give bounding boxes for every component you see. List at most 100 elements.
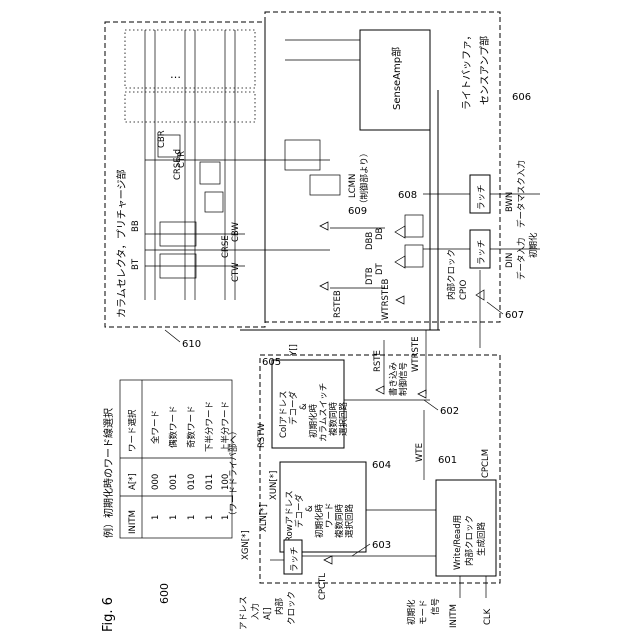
ref-607-leader — [487, 302, 503, 314]
ref-608: 608 — [398, 190, 417, 201]
table-cell: 下半分ワード — [204, 401, 215, 452]
clock-gen-line-3: 生成回路 — [476, 521, 487, 556]
precharge-transistor-2 — [200, 162, 220, 184]
row-decoder-line-4: 初期化時 — [314, 503, 325, 538]
address-latch-label: ラッチ — [290, 546, 300, 572]
ref-609: 609 — [348, 206, 367, 217]
table-cell: 上半分ワード — [220, 401, 231, 452]
table-cell: 010 — [187, 474, 197, 490]
dbb-buffer — [320, 222, 328, 230]
array-ellipsis: … — [170, 68, 181, 81]
address-input-1: アドレス — [239, 596, 249, 630]
address-input-3: A[] — [263, 608, 273, 620]
signal-db: DB — [375, 227, 385, 240]
table-cell: 000 — [151, 474, 161, 490]
signal-xln: XLN[*] — [259, 504, 269, 532]
figure-number: 600 — [158, 583, 171, 604]
signal-initm: INITM — [449, 604, 459, 628]
wtrsteb-buffer — [396, 296, 404, 304]
signal-bb: BB — [131, 220, 141, 232]
signal-cpio-desc: 内部クロック — [446, 249, 457, 300]
signal-dt: DT — [375, 262, 385, 275]
internal-clock-2: クロック — [287, 591, 297, 625]
latch-din-label: ラッチ — [477, 239, 487, 265]
col-decoder-line-2: デコーダ — [288, 390, 299, 425]
col-decoder-line-6: 複数同時 — [328, 401, 339, 436]
col-decoder-line-5: カラムスイッチ — [319, 383, 329, 442]
signal-ctw: CTW — [231, 262, 241, 282]
signal-rste: RSTE — [373, 350, 383, 372]
col-decoder-line-1: Colアドレス — [279, 391, 289, 439]
column-selector-label: カラムセレクタ，プリチャージ部 — [115, 170, 128, 319]
ref-602-leader — [424, 400, 438, 410]
table-cell: 1 — [187, 515, 197, 520]
address-input-2: 入力 — [250, 603, 261, 620]
col-decoder-line-3: & — [299, 403, 309, 410]
ref-604: 604 — [372, 460, 391, 471]
clock-gen-line-2: 内部クロック — [464, 515, 475, 566]
signal-din-desc: データ入力 — [516, 237, 527, 280]
signal-din: DIN — [505, 253, 515, 268]
table-title: 例）初期化時のワード線選択 — [102, 408, 115, 538]
signal-rstw: RSTW — [257, 423, 267, 448]
write-control-line-2: 制御信号 — [398, 362, 409, 396]
signal-cbr: CBR — [157, 130, 167, 148]
control-section: Colアドレス デコーダ & 初期化時 カラムスイッチ 複数同時 選択回路 60… — [240, 330, 500, 600]
write-buffer-label-2: センスアンプ部 — [478, 36, 491, 105]
senseamp-label: SenseAmp部 — [390, 47, 403, 110]
data-mask-gate — [405, 215, 423, 237]
table-cell: 1 — [205, 515, 215, 520]
ref-610: 610 — [182, 339, 201, 350]
ref-610-leader — [165, 330, 180, 342]
signal-wtrste: WTRSTE — [411, 337, 421, 372]
initm-desc-1: 初期化 — [406, 599, 417, 625]
signal-bwn-desc: データマスク入力 — [516, 160, 527, 228]
table-cell: 全ワード — [150, 410, 161, 444]
table-cell: 100 — [221, 474, 231, 490]
data-gate — [405, 245, 423, 267]
table-cell: 1 — [151, 515, 161, 520]
write-driver-2 — [395, 256, 405, 268]
latch-bwn-label: ラッチ — [477, 184, 487, 210]
table-header-a: A[*] — [128, 473, 138, 490]
signal-dbb: DBB — [365, 232, 375, 250]
precharge-transistor-3 — [205, 192, 223, 212]
signal-wtrsteb: WTRSTEB — [381, 279, 391, 320]
signal-clk: CLK — [483, 608, 493, 625]
signal-wte: WTE — [415, 443, 425, 462]
table-cell: 偶数ワード — [168, 405, 179, 448]
signal-cpctl: CPCTL — [318, 573, 328, 600]
ref-603: 603 — [372, 540, 391, 551]
clock-gen-line-1: Write/Read用 — [453, 515, 463, 570]
row-decoder-line-2: デコーダ — [294, 493, 305, 528]
initm-desc-2: モード — [419, 599, 429, 625]
write-buffer-label-1: ライトバッファ， — [461, 31, 473, 111]
wtrste-buffer — [418, 390, 426, 398]
signal-cpio: CPIO — [459, 279, 469, 300]
signal-init: 初期化 — [528, 232, 539, 258]
signal-crse: CRSE — [221, 235, 231, 258]
external-inputs-right: BWN データマスク入力 DIN データ入力 初期化 内部クロック CPIO 6… — [446, 160, 539, 348]
table-cell: 1 — [169, 515, 179, 520]
write-driver-1 — [395, 226, 405, 238]
signal-rsteb: RSTEB — [333, 290, 343, 318]
internal-clock-1: 内部 — [274, 597, 285, 615]
initm-desc-3: 信号 — [430, 598, 441, 615]
dtb-buffer — [320, 282, 328, 290]
signal-xun: XUN[*] — [269, 471, 279, 500]
figure-label: Fig. 6 — [101, 597, 116, 632]
cpctl-buffer — [324, 556, 332, 564]
word-selection-table: 例）初期化時のワード線選択 INITM A[*] ワード選択 1 000 全ワー… — [102, 380, 232, 538]
row-decoder-line-1: Rowアドレス — [285, 490, 295, 542]
ref-607: 607 — [505, 310, 524, 321]
row-decoder-line-6: 複数同時 — [334, 503, 345, 538]
table-cell: 011 — [205, 474, 215, 490]
table-header-word: ワード選択 — [127, 409, 138, 452]
col-decoder-line-7: 選択回路 — [338, 401, 349, 436]
write-buffer-block: SenseAmp部 ライトバッファ， センスアンプ部 606 LCMN （制御部… — [265, 12, 540, 330]
memory-cell-array-top — [125, 30, 255, 88]
col-decoder-line-4: 初期化時 — [308, 403, 319, 438]
memory-cell-array-bottom — [125, 92, 255, 122]
ref-605: 605 — [262, 357, 281, 368]
